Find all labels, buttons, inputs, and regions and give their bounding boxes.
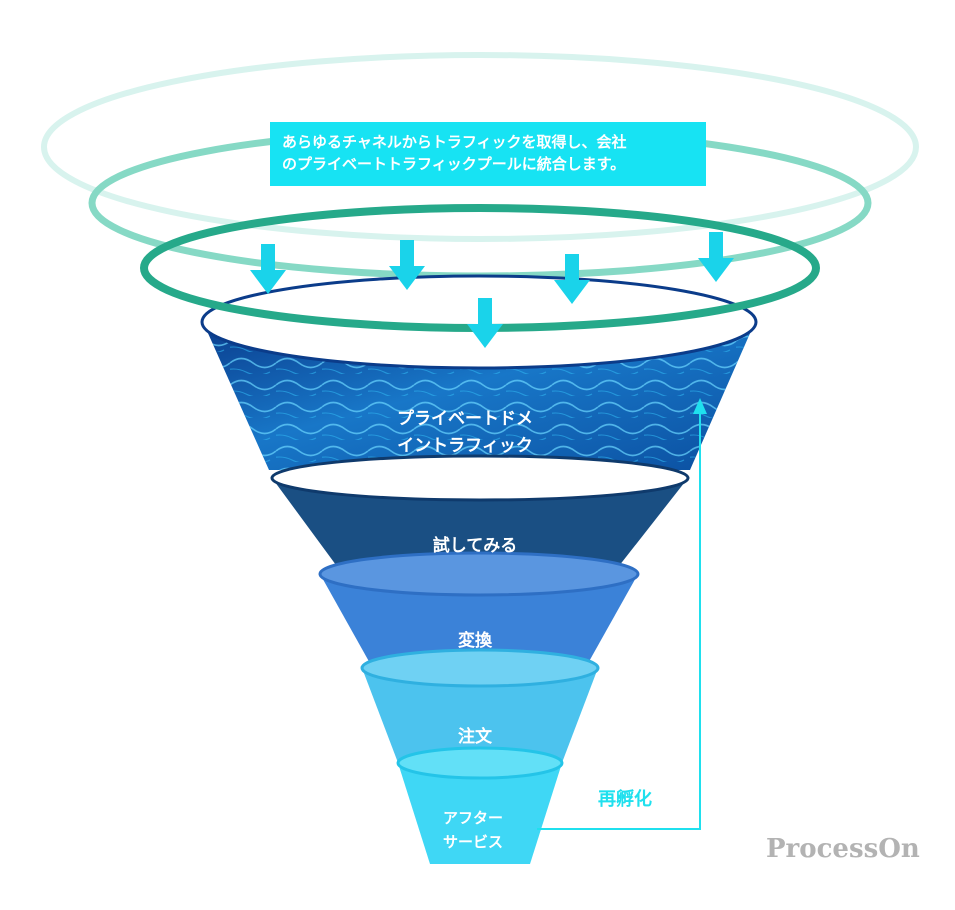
pool-label-line: プライベートドメ: [397, 409, 533, 429]
inflow-arrows: [250, 232, 734, 348]
down-arrow-icon: [467, 298, 503, 348]
after-service-label-line: サービス: [442, 833, 503, 851]
note-line-2: のプライベートトラフィックプールに統合します。: [282, 155, 626, 173]
traffic-intake-note: あらゆるチャネルからトラフィックを取得し、会社 のプライベートトラフィックプール…: [270, 122, 706, 186]
pool-label-line: プール: [439, 463, 491, 483]
reincubation-loop: [537, 398, 707, 830]
after-service-label: アフター サービス: [418, 806, 528, 854]
pool-label-line: イントラフィック: [397, 436, 533, 456]
up-arrow-icon: [693, 398, 707, 414]
down-arrow-icon: [554, 254, 590, 304]
trial-segment: [270, 454, 690, 580]
pool-label: プライベートドメ イントラフィック プール: [370, 406, 560, 487]
conversion-label: 変換: [458, 631, 492, 651]
note-line-1: あらゆるチャネルからトラフィックを取得し、会社: [282, 133, 627, 151]
private-traffic-pool-segment: [200, 274, 758, 470]
trial-label: 試してみる: [432, 536, 518, 556]
reincubation-label: 再孵化: [598, 789, 652, 810]
watermark: ProcessOn: [766, 834, 920, 864]
after-service-segment: [396, 746, 564, 864]
order-label: 注文: [458, 727, 492, 747]
down-arrow-icon: [698, 232, 734, 282]
after-service-label-line: アフター: [442, 809, 503, 827]
outer-ring: [41, 52, 919, 242]
conversion-segment: [318, 551, 640, 674]
down-arrow-icon: [250, 244, 286, 294]
order-segment: [360, 648, 600, 768]
down-arrow-icon: [389, 240, 425, 290]
